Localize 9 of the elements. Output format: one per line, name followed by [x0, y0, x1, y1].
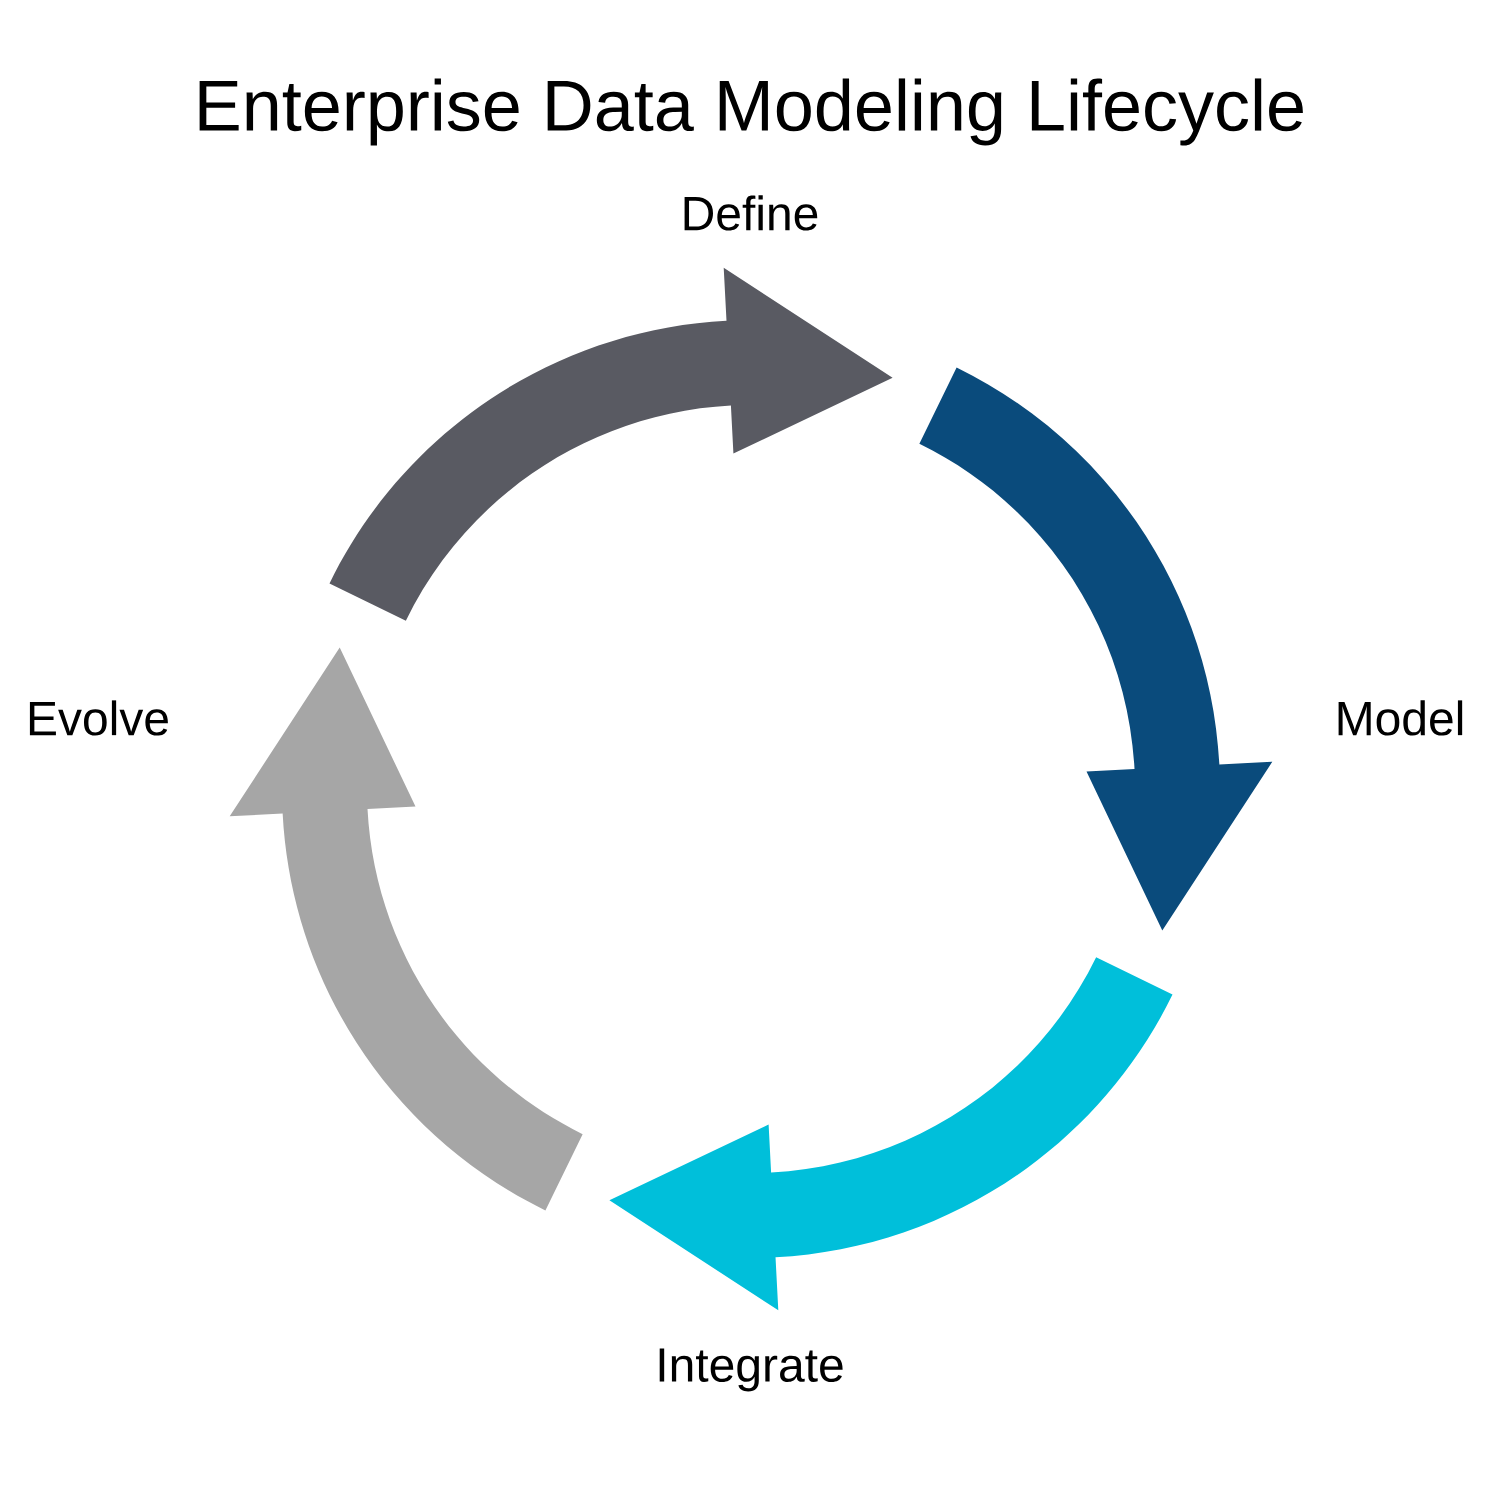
curved-arrow	[609, 957, 1173, 1311]
curved-arrow	[329, 267, 893, 621]
title: Enterprise Data Modeling Lifecycle	[199, 78, 1303, 146]
phase-label: Define	[684, 195, 818, 231]
curved-arrow	[229, 647, 583, 1211]
phase-label: Evolve	[29, 700, 168, 736]
curved-arrow	[919, 367, 1273, 931]
phase-label: Model	[1338, 700, 1463, 736]
phase-label: Integrate	[659, 1348, 843, 1392]
